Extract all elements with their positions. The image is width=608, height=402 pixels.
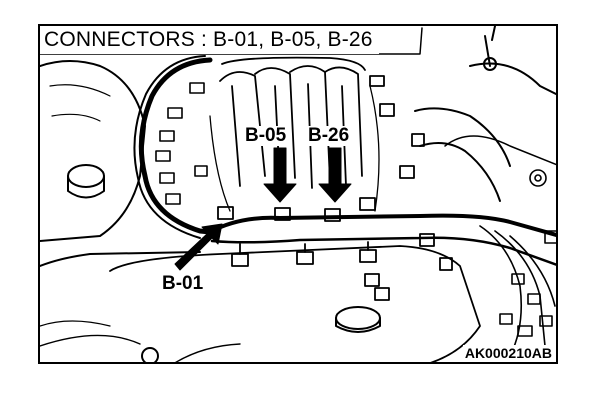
oil-filler-cap <box>335 306 381 330</box>
left-connectors <box>155 82 208 205</box>
engine-illustration <box>40 26 556 362</box>
intake-manifold <box>209 56 380 212</box>
reference-code: AK000210AB <box>462 345 554 361</box>
mount-bolt <box>141 347 159 362</box>
wiring-harness <box>138 57 213 235</box>
left-upper-housing <box>40 60 146 242</box>
callout-b05: B-05 <box>243 125 289 146</box>
page-title: CONNECTORS : B-01, B-05, B-26 <box>40 26 379 54</box>
right-hose <box>469 62 556 96</box>
callout-b01: B-01 <box>160 273 206 294</box>
reservoir-cap <box>67 164 105 188</box>
right-wire-bundle <box>479 169 556 357</box>
diagram-frame: CONNECTORS : B-01, B-05, B-26 B-05 B-26 … <box>38 24 558 364</box>
lower-connectors <box>231 233 453 301</box>
arrow-b05 <box>263 147 297 203</box>
arrow-b26 <box>318 147 352 203</box>
arrow-b01 <box>174 223 223 271</box>
left-lower-housing <box>40 251 201 267</box>
callout-b26: B-26 <box>306 125 352 146</box>
upper-hose <box>414 107 511 167</box>
valve-cover <box>109 245 481 362</box>
top-row-connectors <box>217 75 425 222</box>
main-harness <box>208 213 556 237</box>
